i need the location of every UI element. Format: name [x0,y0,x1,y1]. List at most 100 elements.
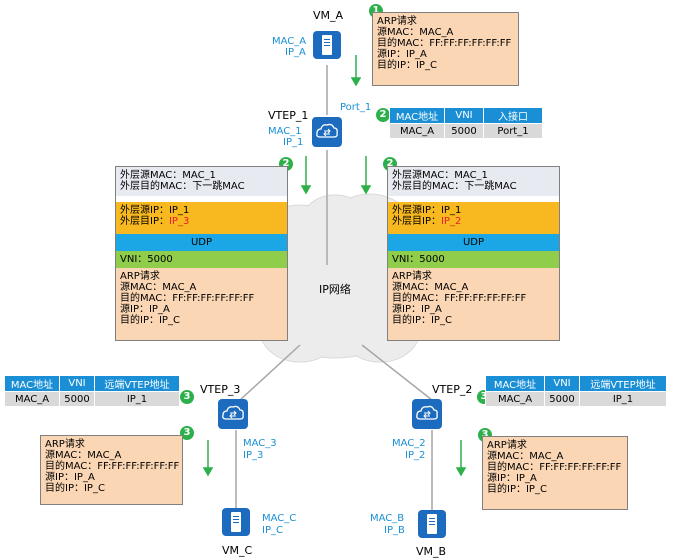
table-header: MAC地址 [485,375,545,392]
arp-src-mac: 源MAC：MAC_A [392,282,469,293]
arp-dst-ip: 目的IP：IP_C [487,484,547,495]
table-cell: Port_1 [483,123,543,139]
vtep3-ip: IP_3 [243,450,264,461]
vtep3-mac: MAC_3 [243,438,277,449]
table-header: MAC地址 [389,107,445,124]
outer-dst-ip-label: 外层目IP： [392,216,441,227]
arp-request-box-left: ARP请求 源MAC：MAC_A 目的MAC：FF:FF:FF:FF:FF:FF… [40,435,183,505]
vm-b-server-icon[interactable] [418,510,446,538]
arp-request-box-right: ARP请求 源MAC：MAC_A 目的MAC：FF:FF:FF:FF:FF:FF… [482,436,628,510]
outer-dst-ip-value: IP_3 [168,216,190,227]
vtep2-name: VTEP_2 [432,383,473,396]
table-cell: 5000 [59,391,95,407]
arp-dst-mac: 目的MAC：FF:FF:FF:FF:FF:FF [120,293,255,304]
table-header: VNI [59,375,95,392]
table-cell: 5000 [444,123,484,139]
arp-dst-ip: 目的IP：IP_C [392,315,452,326]
vm-a-ip: IP_A [285,47,306,58]
outer-dst-mac: 外层目的MAC：下一跳MAC [392,181,517,192]
outer-src-mac: 外层源MAC：MAC_1 [392,170,488,181]
vtep2-switch-icon[interactable] [412,399,442,429]
arrow-head-vtep3 [202,467,214,477]
table-cell: IP_1 [579,391,667,407]
outer-dst-ip-value: IP_2 [440,216,462,227]
vm-c-server-icon[interactable] [222,508,250,536]
vni-field: VNI：5000 [116,251,287,268]
arp-src-mac: 源MAC：MAC_A [45,450,122,461]
arp-src-ip: 源IP：IP_A [487,473,537,484]
udp-header: UDP [388,234,559,251]
arp-src-mac: 源MAC：MAC_A [120,282,197,293]
arp-title: ARP请求 [45,439,85,450]
vtep1-mac: MAC_1 [268,126,302,137]
vm-b-name: VM_B [416,545,447,558]
outer-dst-mac: 外层目的MAC：下一跳MAC [120,181,245,192]
vtep2-mac: MAC_2 [392,438,426,449]
table-header: 入接口 [483,107,543,124]
vtep3-name: VTEP_3 [200,383,241,396]
vtep2-mac-table: MAC地址 VNI 远端VTEP地址 MAC_A 5000 IP_1 [485,375,667,407]
table-cell: MAC_A [389,123,445,139]
switch-cloud-icon [416,405,438,420]
step-3-badge-arp-left: 3 [180,426,194,440]
arrow-head-left [300,185,312,195]
table-cell: 5000 [544,391,580,407]
table-cell: MAC_A [4,391,60,407]
vm-a-server-icon[interactable] [313,31,341,59]
table-header: 远端VTEP地址 [94,375,180,392]
arp-dst-mac: 目的MAC：FF:FF:FF:FF:FF:FF [377,38,512,49]
table-header: VNI [544,375,580,392]
arp-src-ip: 源IP：IP_A [45,472,95,483]
table-header: MAC地址 [4,375,60,392]
link-cloud-vtep2 [361,344,433,401]
outer-src-ip: 外层源IP：IP_1 [392,205,462,216]
vm-c-name: VM_C [222,544,253,557]
vm-a-name: VM_A [313,9,344,22]
vtep2-ip: IP_2 [405,450,426,461]
arrow-head-right [360,185,372,195]
arp-title: ARP请求 [377,16,417,27]
arp-dst-ip: 目的IP：IP_C [45,483,105,494]
arp-src-ip: 源IP：IP_A [377,49,427,60]
vm-c-mac: MAC_C [262,513,297,524]
arp-src-mac: 源MAC：MAC_A [487,451,564,462]
vni-field: VNI：5000 [388,251,559,268]
arp-dst-mac: 目的MAC：FF:FF:FF:FF:FF:FF [487,462,622,473]
arp-request-box-top: ARP请求 源MAC：MAC_A 目的MAC：FF:FF:FF:FF:FF:FF… [372,12,519,86]
outer-dst-ip-label: 外层目IP： [120,216,169,227]
step-3-badge-vtep3: 3 [180,390,194,404]
vtep1-name: VTEP_1 [268,109,309,122]
arp-title: ARP请求 [392,271,432,282]
links [235,65,433,512]
table-cell: IP_1 [94,391,180,407]
udp-header: UDP [116,234,287,251]
vm-b-mac: MAC_B [370,513,405,524]
vxlan-packet-left: 外层源MAC：MAC_1 外层目的MAC：下一跳MAC 外层源IP：IP_1 外… [115,166,288,341]
outer-src-ip: 外层源IP：IP_1 [120,205,190,216]
arp-dst-mac: 目的MAC：FF:FF:FF:FF:FF:FF [392,293,527,304]
link-cloud-vtep3 [239,344,301,401]
vtep3-switch-icon[interactable] [218,399,248,429]
vm-c-ip: IP_C [262,525,283,536]
table-header: 远端VTEP地址 [579,375,667,392]
arrow-head-1 [350,77,362,87]
step-2-badge-table: 2 [376,108,390,122]
table-cell: MAC_A [485,391,545,407]
vtep1-port: Port_1 [340,102,372,113]
arp-title: ARP请求 [120,271,160,282]
arp-dst-mac: 目的MAC：FF:FF:FF:FF:FF:FF [45,461,180,472]
switch-cloud-icon [316,123,338,138]
arp-src-ip: 源IP：IP_A [120,304,170,315]
ip-network-label: IP网络 [319,283,351,296]
outer-src-mac: 外层源MAC：MAC_1 [120,170,216,181]
vtep1-mac-table: MAC地址 VNI 入接口 MAC_A 5000 Port_1 [389,107,543,139]
vtep3-mac-table: MAC地址 VNI 远端VTEP地址 MAC_A 5000 IP_1 [4,375,180,407]
arp-dst-ip: 目的IP：IP_C [377,60,437,71]
arp-src-mac: 源MAC：MAC_A [377,27,454,38]
switch-cloud-icon [222,405,244,420]
vtep1-switch-icon[interactable] [312,117,342,147]
arp-title: ARP请求 [487,440,527,451]
table-header: VNI [444,107,484,124]
vxlan-packet-right: 外层源MAC：MAC_1 外层目的MAC：下一跳MAC 外层源IP：IP_1 外… [387,166,560,341]
arp-src-ip: 源IP：IP_A [392,304,442,315]
